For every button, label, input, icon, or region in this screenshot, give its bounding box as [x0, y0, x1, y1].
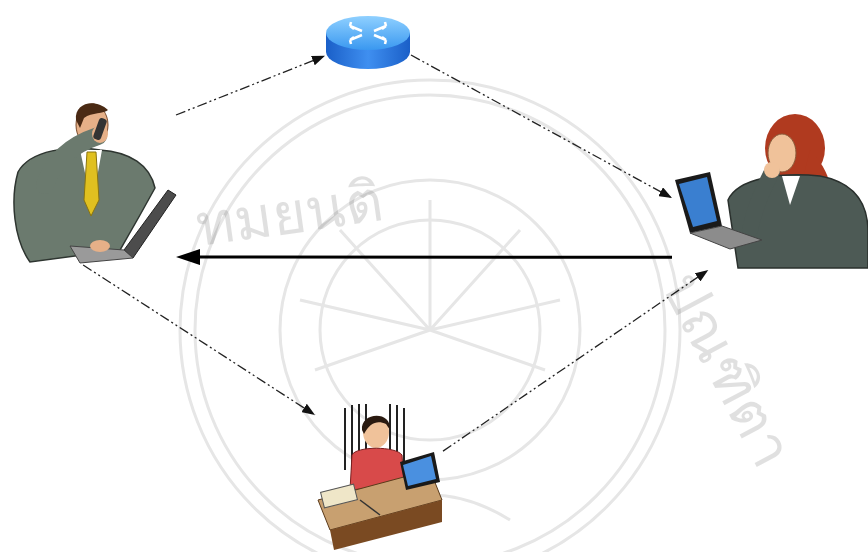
- man-figure-part: [124, 190, 176, 258]
- dashed-arrow: [176, 56, 325, 115]
- watermark-seal-part: [195, 95, 665, 552]
- person-figure: [672, 110, 864, 270]
- router-icon-part: [374, 22, 386, 31]
- man-figure-part: [92, 117, 107, 140]
- man-figure: [14, 103, 176, 263]
- woman-figure-part: [690, 226, 762, 249]
- woman-figure-part: [782, 176, 800, 205]
- router-icon: [326, 16, 410, 69]
- router-icon-part: [374, 35, 386, 44]
- desk-figure-part: [360, 500, 380, 515]
- watermark-text: ทมยนติ: [190, 154, 389, 272]
- woman-figure-part: [764, 162, 780, 178]
- router-icon-part: [350, 22, 362, 31]
- desk-figure-part-part: [344, 408, 346, 470]
- desk-figure: [318, 404, 442, 550]
- woman-figure-part: [675, 172, 722, 233]
- man-figure-part: [84, 152, 99, 216]
- desk-figure-part: [362, 416, 390, 434]
- watermark-text: ปณฑิตา: [638, 255, 819, 484]
- desk-figure-part: [403, 456, 436, 486]
- router-icon-part: [350, 35, 362, 44]
- watermark-seal-part: [180, 80, 680, 552]
- dashed-arrow: [83, 265, 315, 415]
- woman-figure: [675, 114, 868, 268]
- dashed-arrow: [411, 55, 672, 198]
- woman-figure-part: [679, 177, 717, 227]
- person-figure: [8, 105, 176, 265]
- person-figure: [315, 415, 443, 550]
- man-figure-part: [45, 136, 98, 185]
- router-icon-part: [326, 16, 410, 50]
- man-figure-part: [90, 240, 110, 252]
- desk-figure-part: [400, 452, 440, 490]
- desk-figure-part: [321, 484, 358, 508]
- woman-figure-part: [750, 172, 772, 230]
- watermark-seal: [180, 80, 680, 552]
- router-icon: [325, 12, 411, 68]
- desk-figure-part: [330, 500, 442, 550]
